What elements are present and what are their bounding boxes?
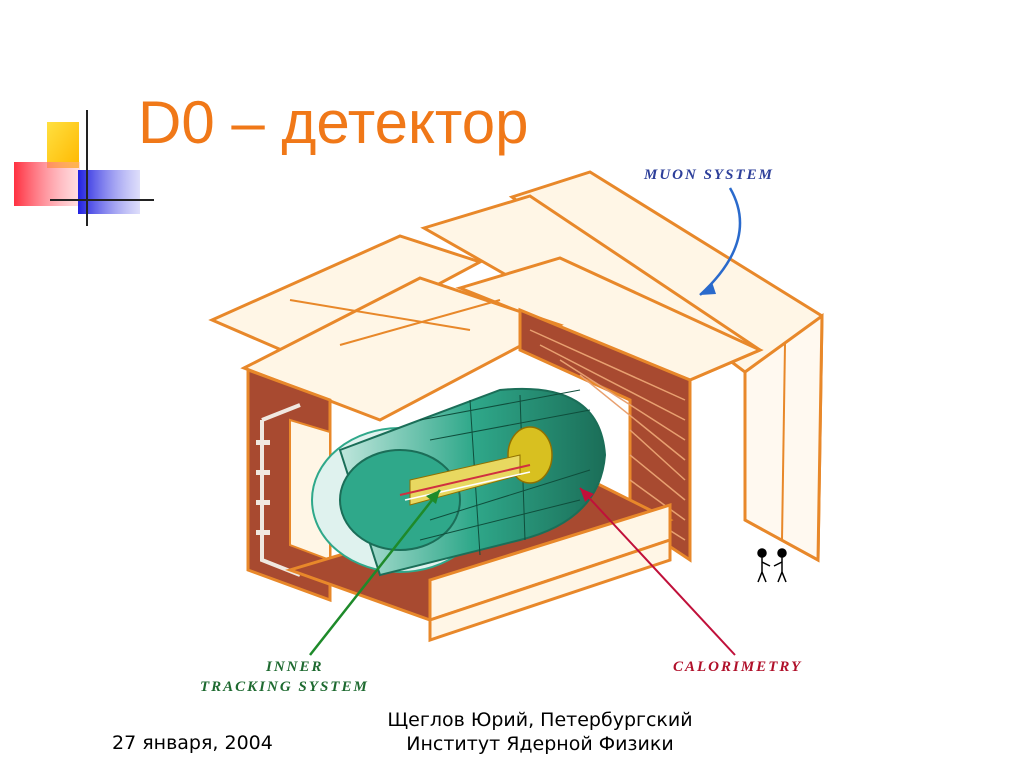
label-inner: INNER <box>266 659 324 675</box>
calorimetry-arrowhead-icon <box>580 488 594 502</box>
calorimetry-arrow <box>579 487 736 656</box>
footer-author-line1: Щеглов Юрий, Петербургский <box>387 709 693 731</box>
slide-title: D0 – детектор <box>138 89 529 156</box>
footer-date: 27 января, 2004 <box>112 732 273 754</box>
decorative-squares-icon <box>14 110 154 226</box>
inner-arrowhead-icon <box>426 490 440 504</box>
label-tracking-system: TRACKING SYSTEM <box>200 679 369 695</box>
label-muon-system: MUON SYSTEM <box>644 167 774 183</box>
inner-tracking-arrow <box>309 489 441 656</box>
muon-arrowhead-icon <box>700 282 716 295</box>
muon-plate-back <box>508 170 824 563</box>
footer-author: Щеглов Юрий, Петербургский Институт Ядер… <box>370 708 710 756</box>
people-figures-icon <box>757 548 787 583</box>
label-calorimetry: CALORIMETRY <box>673 659 803 675</box>
footer-author-line2: Институт Ядерной Физики <box>406 733 674 755</box>
calorimeter-barrel <box>311 387 607 577</box>
